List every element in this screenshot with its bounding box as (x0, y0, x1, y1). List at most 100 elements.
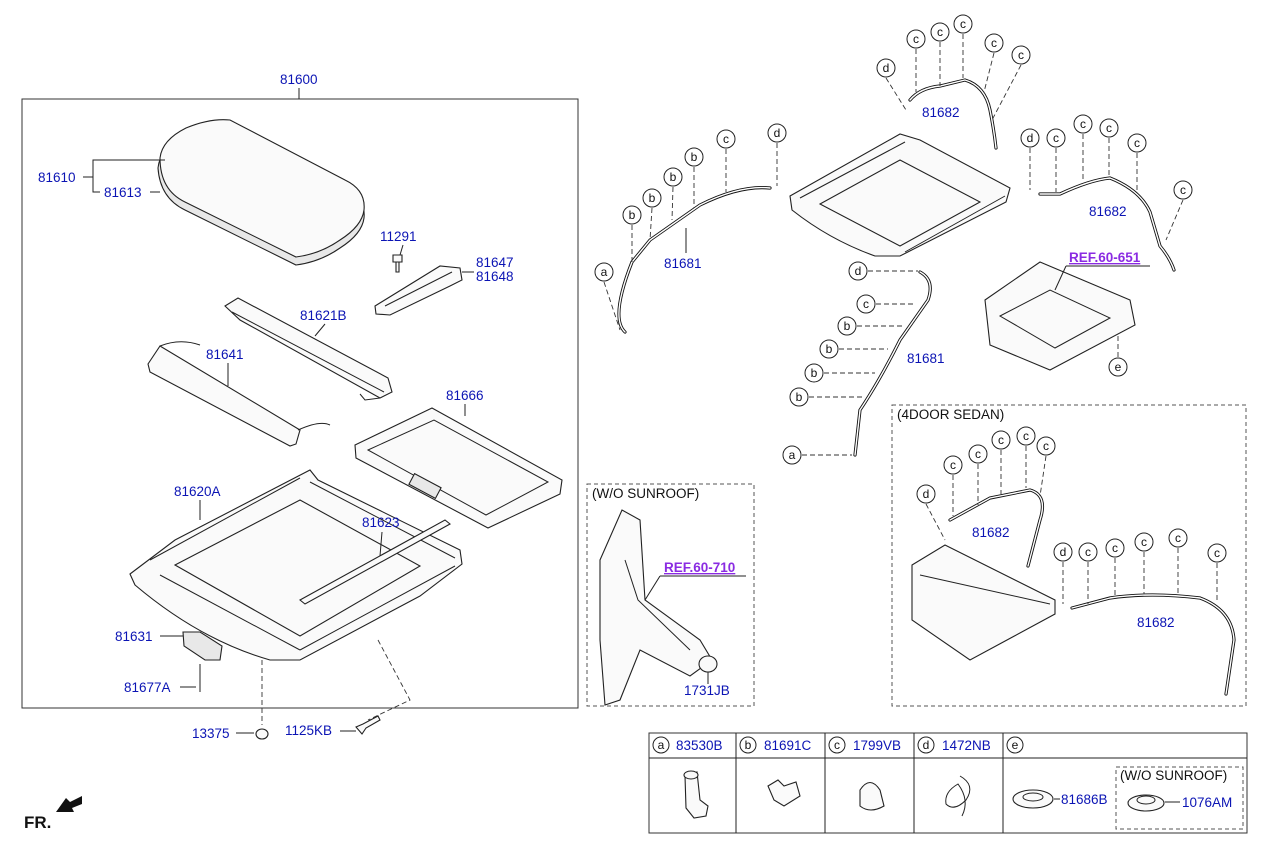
wo-sunroof-title: (W/O SUNROOF) (592, 486, 699, 501)
seal-81623 (299, 519, 451, 605)
sunroof-frame-81620A (129, 469, 463, 661)
bolt-1125KB (355, 715, 381, 735)
label-81648[interactable]: 81648 (476, 269, 514, 284)
label-81647[interactable]: 81647 (476, 255, 514, 270)
svg-text:c: c (1112, 541, 1118, 555)
label-81631[interactable]: 81631 (115, 629, 153, 644)
svg-text:c: c (991, 36, 997, 50)
label-81613[interactable]: 81613 (104, 185, 142, 200)
svg-text:c: c (863, 297, 869, 311)
label-81610[interactable]: 81610 (38, 170, 76, 185)
svg-text:c: c (1080, 117, 1086, 131)
label-11291[interactable]: 11291 (380, 229, 417, 244)
svg-text:b: b (811, 366, 818, 380)
svg-text:b: b (796, 390, 803, 404)
headliner-panel-81666 (354, 407, 563, 529)
front-arrow-icon (56, 796, 82, 812)
front-direction-label: FR. (24, 813, 51, 832)
4door-sedan-box (891, 404, 1247, 707)
svg-text:b: b (649, 191, 656, 205)
ref-60-710[interactable]: REF.60-710 (664, 560, 735, 575)
glass-panel (157, 119, 365, 266)
label-1731JB[interactable]: 1731JB (684, 683, 730, 698)
label-81677A[interactable]: 81677A (124, 680, 171, 695)
svg-text:c: c (1134, 136, 1140, 150)
deflector-81621B (224, 297, 393, 399)
label-81620A[interactable]: 81620A (174, 484, 221, 499)
legend-e-wo-sunroof: (W/O SUNROOF) (1120, 768, 1227, 783)
svg-text:d: d (1027, 131, 1034, 145)
svg-text:d: d (923, 487, 930, 501)
legend-part-b[interactable]: 81691C (764, 738, 812, 753)
nut-13375 (255, 728, 269, 740)
clip-81691C-icon (767, 779, 801, 807)
label-81682-sedan-b[interactable]: 81682 (1137, 615, 1175, 630)
svg-text:c: c (913, 32, 919, 46)
label-81682-right[interactable]: 81682 (1089, 204, 1127, 219)
pillar-ref-60-710 (599, 509, 713, 706)
label-1125KB[interactable]: 1125KB (285, 723, 332, 738)
label-13375[interactable]: 13375 (192, 726, 230, 741)
label-81681-left[interactable]: 81681 (664, 256, 702, 271)
svg-text:c: c (975, 447, 981, 461)
svg-text:c: c (1180, 183, 1186, 197)
legend-part-d[interactable]: 1472NB (942, 738, 991, 753)
svg-text:e: e (1115, 360, 1122, 374)
svg-text:d: d (1060, 545, 1067, 559)
svg-text:c: c (1106, 121, 1112, 135)
svg-text:a: a (601, 265, 608, 279)
ref-60-651[interactable]: REF.60-651 (1069, 250, 1141, 265)
label-81681-right[interactable]: 81681 (907, 351, 945, 366)
motor-81631 (182, 631, 223, 661)
svg-text:c: c (834, 738, 840, 752)
svg-text:b: b (844, 319, 851, 333)
plug-81686B-icon (1012, 789, 1054, 809)
roof-frame-top (789, 133, 1011, 257)
svg-text:e: e (1012, 738, 1019, 752)
label-81682-top[interactable]: 81682 (922, 105, 960, 120)
label-81682-sedan-a[interactable]: 81682 (972, 525, 1010, 540)
svg-text:c: c (998, 433, 1004, 447)
svg-text:b: b (826, 342, 833, 356)
floor-ref-60-651 (984, 261, 1136, 371)
svg-text:c: c (937, 25, 943, 39)
svg-text:b: b (629, 208, 636, 222)
plug-1731JB (698, 655, 718, 673)
wo-sunroof-box (586, 483, 755, 707)
svg-text:c: c (1018, 48, 1024, 62)
bolt-11291 (392, 254, 403, 273)
svg-text:b: b (745, 738, 752, 752)
svg-text:c: c (1043, 439, 1049, 453)
legend-part-1076AM[interactable]: 1076AM (1182, 795, 1232, 810)
assembly-frame-81600 (21, 98, 579, 709)
svg-text:c: c (1053, 131, 1059, 145)
legend-part-a[interactable]: 83530B (676, 738, 723, 753)
plug-1076AM-icon (1127, 794, 1165, 812)
label-81641[interactable]: 81641 (206, 347, 244, 362)
4door-sedan-title: (4DOOR SEDAN) (897, 407, 1004, 422)
label-81623[interactable]: 81623 (362, 515, 400, 530)
svg-text:a: a (658, 738, 665, 752)
label-81621B[interactable]: 81621B (300, 308, 347, 323)
svg-text:c: c (1085, 545, 1091, 559)
label-81666[interactable]: 81666 (446, 388, 484, 403)
svg-text:d: d (855, 264, 862, 278)
svg-text:b: b (670, 170, 677, 184)
clip-1799VB-icon (859, 781, 885, 811)
callouts-top: a b b b b c d d c c c c c d c c c c (594, 14, 1193, 465)
svg-text:d: d (774, 126, 781, 140)
svg-text:c: c (950, 458, 956, 472)
svg-text:c: c (1141, 535, 1147, 549)
svg-text:c: c (723, 132, 729, 146)
svg-text:b: b (691, 150, 698, 164)
clamp-1472NB-icon (945, 775, 971, 817)
svg-text:d: d (923, 738, 930, 752)
legend-part-81686B[interactable]: 81686B (1061, 792, 1108, 807)
svg-text:c: c (1023, 429, 1029, 443)
label-81600[interactable]: 81600 (280, 72, 318, 87)
legend-table: a 83530B b 81691C c 1799VB d 1472NB e (W… (648, 732, 1248, 834)
callouts-sedan: d c c c c c d c c c c c (916, 426, 1227, 604)
svg-text:c: c (960, 17, 966, 31)
legend-part-c[interactable]: 1799VB (853, 738, 901, 753)
